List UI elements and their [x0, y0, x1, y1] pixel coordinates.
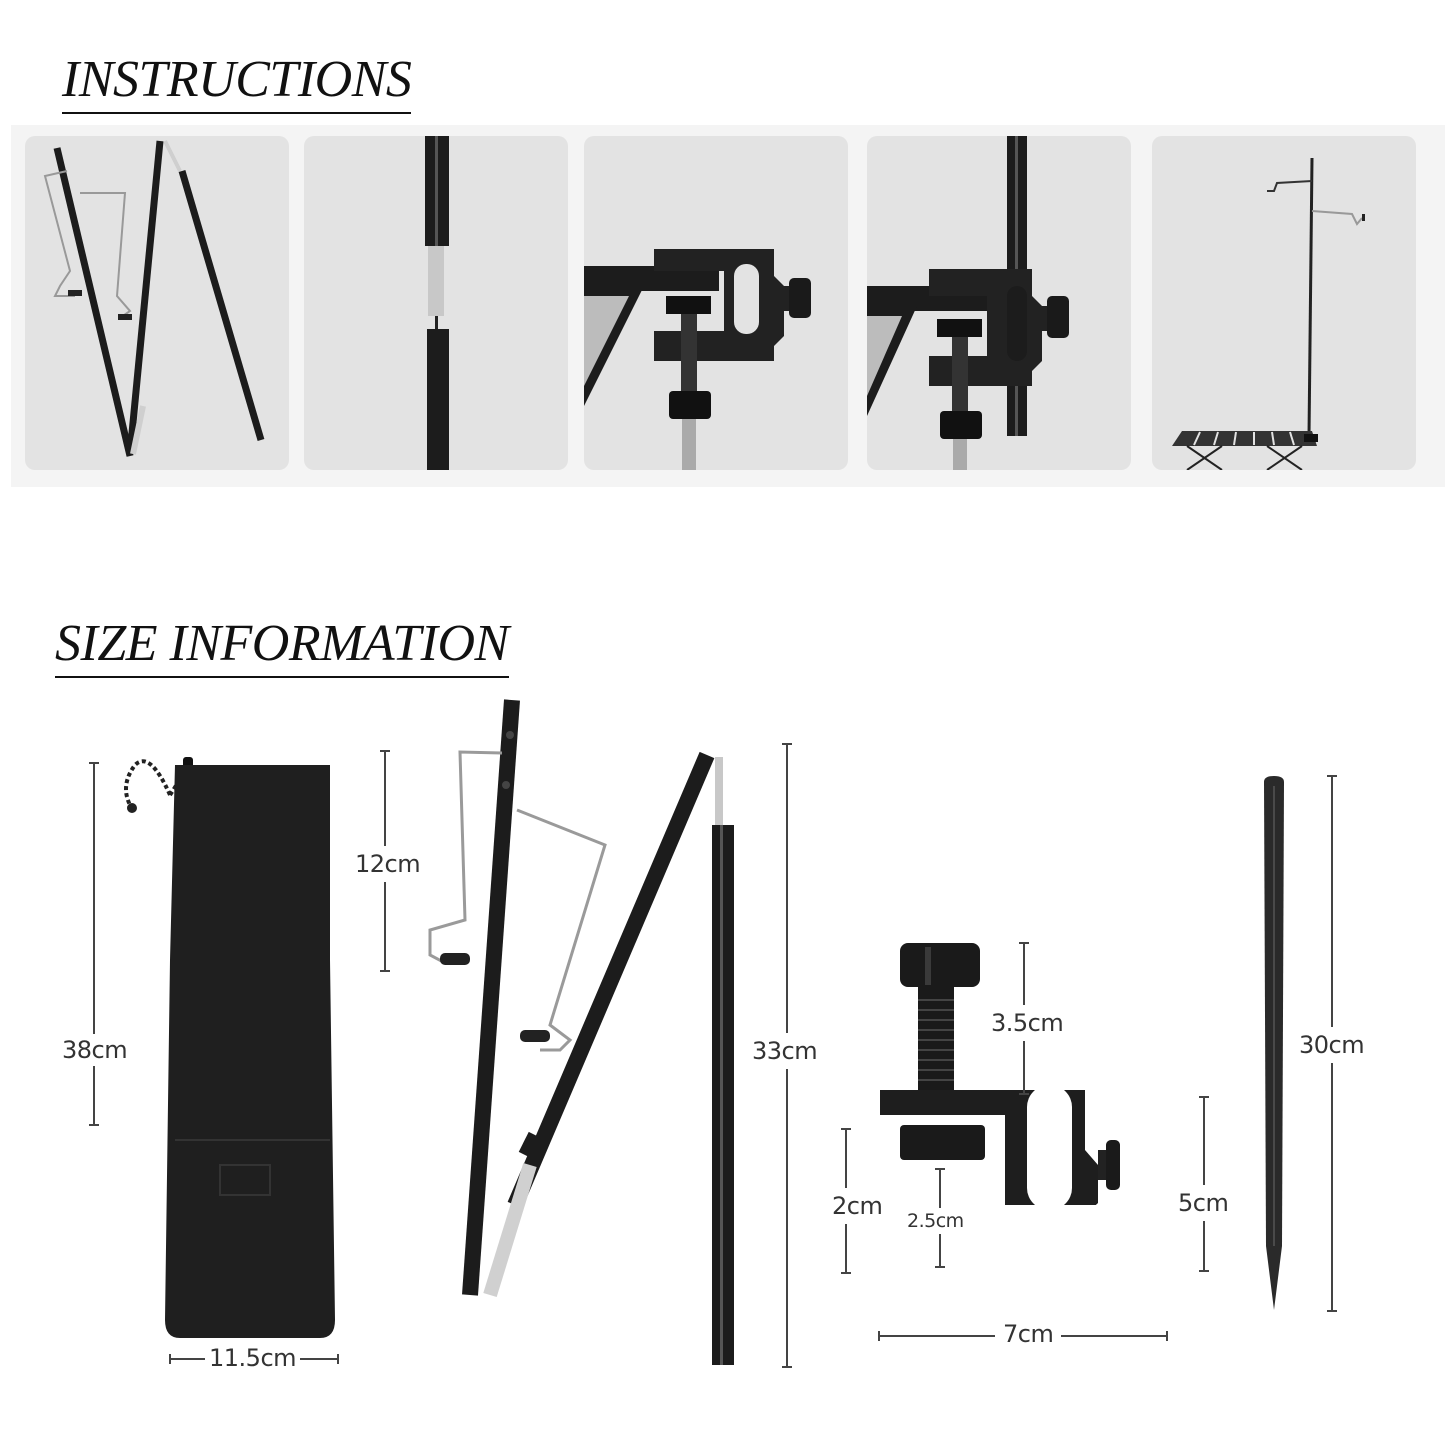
- clamp-width-label: 7cm: [995, 1320, 1062, 1348]
- clamp-screw-label: 3.5cm: [991, 1005, 1064, 1041]
- instruction-step-5: [1152, 136, 1416, 470]
- heading-underline: [55, 676, 509, 678]
- instructions-title-text: INSTRUCTIONS: [62, 51, 412, 108]
- lantern-stand-on-table-icon: [1172, 157, 1365, 470]
- pole-with-hooks-icon: [428, 699, 734, 1365]
- size-information-heading: SIZE INFORMATION: [55, 615, 509, 678]
- bag-height-label: 38cm: [62, 1034, 128, 1066]
- clamp-height-label: 5cm: [1178, 1185, 1229, 1221]
- instructions-heading: INSTRUCTIONS: [62, 51, 412, 114]
- instruction-step-2: [304, 136, 568, 470]
- instruction-step-1: [25, 136, 289, 470]
- heading-underline: [62, 112, 412, 114]
- pole-joining-icon: [425, 136, 449, 470]
- pole-in-clamp-icon: [867, 136, 1069, 470]
- clamp-on-table-icon: [584, 249, 811, 470]
- storage-bag-body: [165, 765, 335, 1338]
- stake-length-label: 30cm: [1299, 1027, 1365, 1063]
- pole-length-label: 33cm: [752, 1033, 818, 1069]
- ground-stake-icon: [1264, 776, 1284, 1310]
- bag-height-dimension-line: [89, 762, 99, 1126]
- bag-width-label: 11.5cm: [205, 1344, 301, 1372]
- hook-length-label: 12cm: [355, 846, 421, 882]
- instruction-step-4: [867, 136, 1131, 470]
- folded-pole-icon: [43, 140, 265, 457]
- table-clamp-icon: [880, 943, 1120, 1205]
- clamp-height-dimension-line: [1199, 1096, 1209, 1272]
- clamp-gap-label: 2.5cm: [907, 1208, 964, 1234]
- clamp-jaw-label: 2cm: [832, 1188, 883, 1224]
- instruction-step-3: [584, 136, 848, 470]
- size-information-title-text: SIZE INFORMATION: [55, 615, 509, 672]
